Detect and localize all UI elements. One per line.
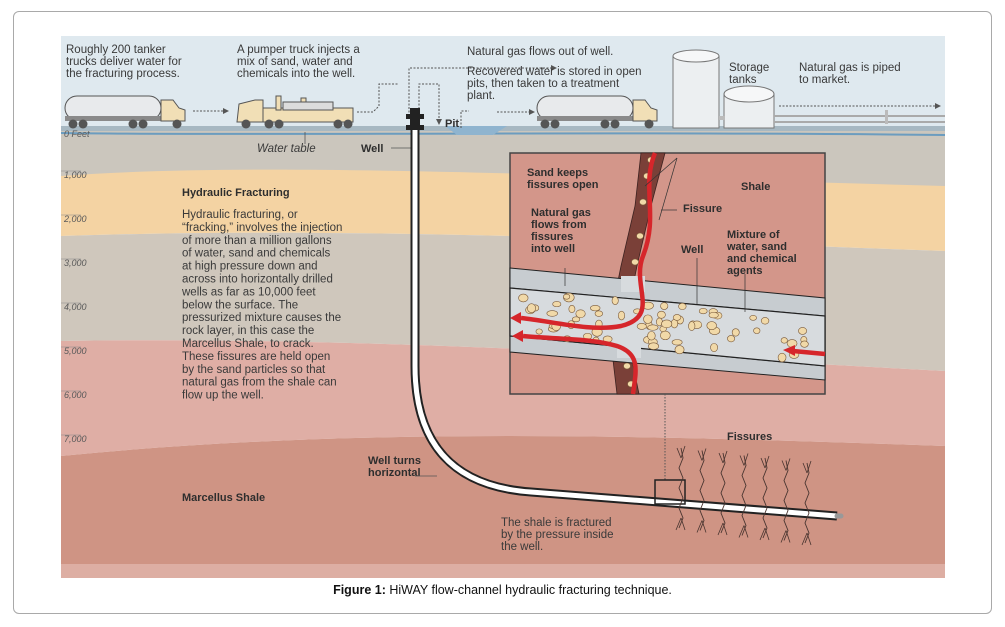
pit [445, 126, 507, 135]
sand-grain [575, 309, 586, 319]
depth-tick-label: 1,000 [64, 170, 87, 180]
shale-label: Shale [741, 181, 770, 193]
inset-detail [509, 152, 826, 395]
depth-tick-label: 2,000 [63, 214, 87, 224]
fissures-group [675, 445, 812, 546]
sand-grain [568, 304, 576, 313]
depth-scale: 1,000 2,000 3,000 4,000 5,000 6,000 7,000 [61, 170, 87, 444]
sand-grain [636, 232, 644, 240]
sand-grain [546, 310, 558, 317]
sand-grain [678, 302, 687, 310]
sand-grain [672, 314, 682, 321]
sand-grain [710, 343, 718, 352]
sand-grain [571, 316, 581, 323]
sand-grain [535, 328, 543, 335]
sand-grain [647, 324, 659, 331]
sand-grain [660, 330, 671, 341]
sand-grain [671, 339, 683, 346]
sand-grain [777, 352, 787, 363]
sand-grain [698, 308, 708, 315]
sand-grain [563, 293, 571, 300]
vertical-well [410, 130, 844, 521]
depth-tick-label: 3,000 [64, 258, 87, 268]
sand-grain [636, 323, 647, 330]
sand-grain [753, 327, 761, 334]
fissure-mark [783, 460, 789, 541]
sand-grain [552, 301, 562, 308]
pit-label: Pit [445, 118, 459, 130]
fissures-label: Fissures [727, 431, 772, 443]
sand-grain [657, 310, 666, 319]
gas-out-caption: Natural gas flows out of well. [467, 46, 613, 58]
sand-grain [643, 314, 653, 324]
detail-box [654, 479, 686, 505]
sand-grain [594, 310, 603, 317]
explainer-text: Hydraulic fracturing, or“fracking,” invo… [181, 209, 342, 402]
fissure-mark [678, 447, 684, 529]
marcellus-shale-layer [61, 436, 945, 578]
caption-prefix: Figure 1: [333, 583, 386, 597]
depth-tick-label: 5,000 [64, 346, 87, 356]
sand-grain [688, 321, 696, 331]
sand-grain [660, 302, 669, 310]
sand-grain [798, 327, 807, 335]
sand-grain [661, 319, 673, 329]
fissure-mark [699, 450, 705, 531]
fissure-label: Fissure [683, 203, 722, 215]
fracking-diagram: 0 Feet Water table Well 1,000 2,000 3,000 4… [61, 36, 945, 578]
sand-grain [618, 310, 626, 321]
sand-grain [731, 328, 740, 337]
sand-grain [623, 362, 631, 370]
sand-grain [800, 340, 809, 348]
sand-grain [611, 296, 619, 305]
sand-grain [648, 342, 660, 350]
tanker-truck-icon [64, 95, 186, 129]
well-surface-label: Well [361, 143, 383, 155]
sand-grain [749, 315, 757, 321]
zero-feet-label: 0 Feet [64, 129, 90, 139]
sand-grain [708, 311, 719, 319]
depth-tick-label: 4,000 [64, 302, 87, 312]
depth-tick-label: 7,000 [64, 434, 87, 444]
sand-grain [760, 317, 770, 325]
depth-tick-label: 6,000 [64, 390, 87, 400]
sand-grain [590, 305, 601, 312]
inset-well-label: Well [681, 244, 703, 256]
water-table-label: Water table [257, 143, 316, 155]
storage-tanks-icon [672, 49, 775, 129]
explainer-body: Hydraulic fracturing, or“fracking,” invo… [181, 209, 342, 402]
sand-grain [674, 345, 685, 355]
fissure-mark [762, 457, 768, 539]
sand-grain [706, 321, 717, 331]
sand-grain [780, 337, 788, 344]
sand-grain [527, 303, 536, 313]
water-truck-icon [497, 95, 658, 129]
sand-grain [647, 331, 656, 341]
fissure-mark [720, 452, 726, 534]
pumper-truck-icon [236, 95, 354, 129]
figure-caption: Figure 1: HiWAY flow-channel hydraulic f… [0, 583, 1005, 597]
sand-grain [631, 258, 639, 266]
explainer-title: Hydraulic Fracturing [182, 187, 290, 199]
fissure-mark [741, 455, 747, 536]
pipeline [774, 103, 945, 124]
marcellus-shale-label: Marcellus Shale [182, 492, 265, 504]
sand-grain [786, 339, 798, 348]
sand-grain [639, 198, 647, 206]
caption-text: HiWAY flow-channel hydraulic fracturing … [385, 583, 672, 597]
sand-grain [518, 293, 529, 303]
sand-grain [727, 335, 736, 343]
wellhead-icon [406, 108, 424, 130]
fissure-mark [804, 462, 810, 544]
